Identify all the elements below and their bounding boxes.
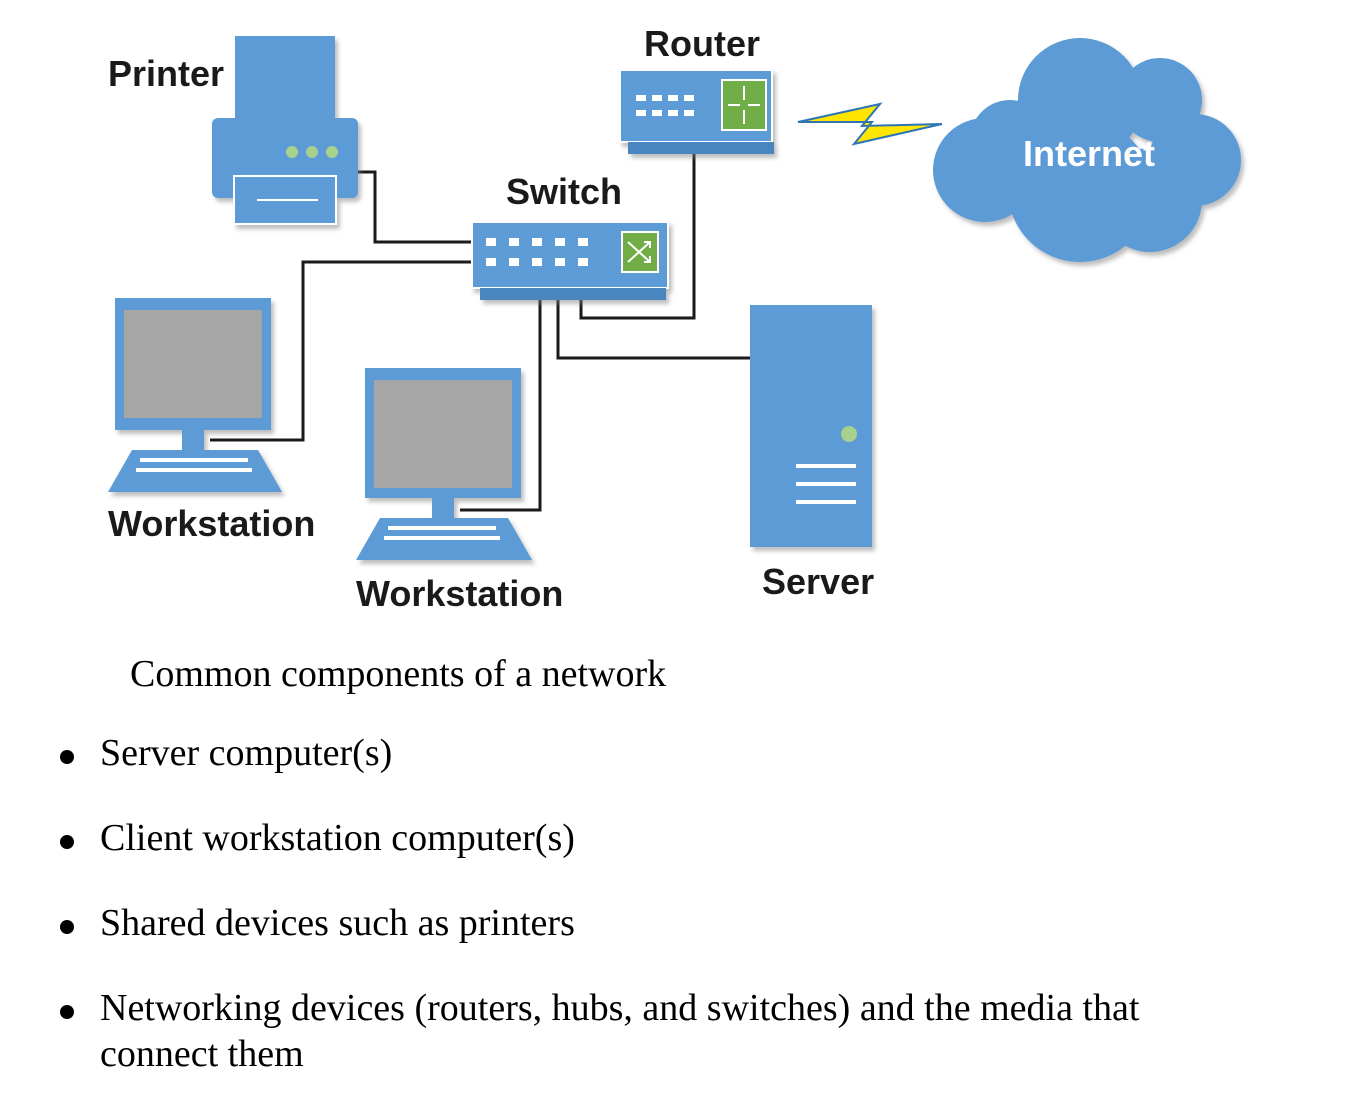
internet-label: Internet — [1023, 133, 1155, 174]
printer-label: Printer — [108, 53, 224, 94]
server-icon — [750, 305, 872, 547]
list-item-text: Client workstation computer(s) — [100, 817, 575, 859]
server-label: Server — [762, 561, 874, 602]
router-label: Router — [644, 23, 760, 64]
diagram-caption: Common components of a network — [130, 653, 667, 695]
list-item: Shared devices such as printers — [0, 900, 1300, 946]
network-diagram: Printer Router Internet — [108, 23, 1241, 614]
bullet-icon — [60, 835, 74, 849]
list-item: Networking devices (routers, hubs, and s… — [0, 985, 1300, 1077]
cable-workstation2-switch — [460, 268, 542, 512]
printer-icon — [212, 36, 358, 225]
lightning-link-icon — [797, 102, 943, 146]
list-item: Server computer(s) — [0, 730, 1300, 776]
list-item-text: Server computer(s) — [100, 732, 393, 774]
switch-icon — [471, 221, 669, 300]
list-item-text: Shared devices such as printers — [100, 902, 575, 944]
list-item-text: Networking devices (routers, hubs, and s… — [100, 987, 1140, 1075]
switch-label: Switch — [506, 171, 622, 212]
workstation-2-label: Workstation — [356, 573, 563, 614]
router-icon — [619, 69, 774, 154]
workstation-2-icon — [356, 368, 532, 560]
component-list: Server computer(s) Client workstation co… — [0, 730, 1300, 1116]
bullet-icon — [60, 920, 74, 934]
internet-cloud-icon — [933, 38, 1241, 262]
bullet-icon — [60, 750, 74, 764]
cable-printer-switch — [358, 170, 485, 244]
list-item: Client workstation computer(s) — [0, 815, 1300, 861]
cable-workstation1-switch — [210, 260, 485, 442]
bullet-icon — [60, 1005, 74, 1019]
workstation-1-icon — [108, 298, 282, 492]
workstation-1-label: Workstation — [108, 503, 315, 544]
